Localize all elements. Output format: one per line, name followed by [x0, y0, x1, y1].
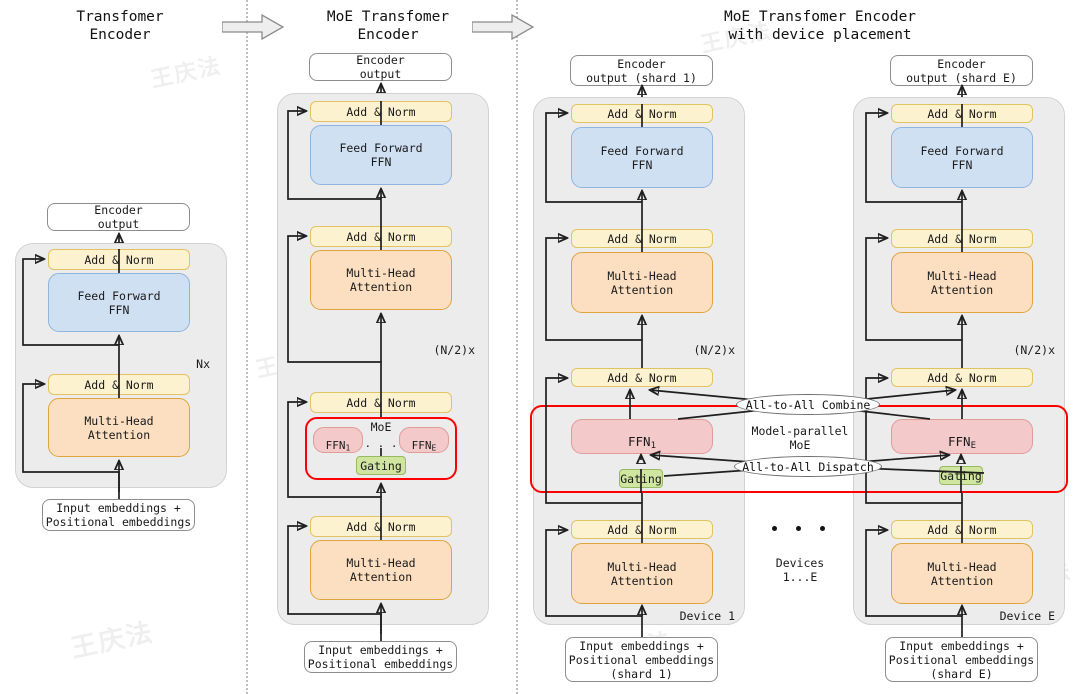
column-separator-1: [246, 0, 248, 694]
encoder-output-moe: Encoder output: [309, 53, 452, 81]
feed-forward-plain: Feed Forward FFN: [48, 273, 190, 332]
expert-ffn-e-subscript-devicee: E: [970, 440, 976, 451]
expert-ffn-e-text: FFN: [411, 438, 432, 452]
expert-ffn-1-text: FFN: [325, 438, 346, 452]
all-to-all-combine-label: All-to-All Combine: [736, 394, 880, 415]
add-norm-4-moe: Add & Norm: [310, 516, 452, 537]
input-embeddings-plain: Input embeddings + Positional embeddings: [42, 499, 195, 531]
add-norm-3-moe: Add & Norm: [310, 392, 452, 413]
encoder-output-shardE: Encoder output (shard E): [890, 55, 1033, 86]
dot-2: [796, 526, 801, 531]
multi-head-attention-1-moe: Multi-Head Attention: [310, 250, 452, 310]
device-e-label: Device E: [999, 609, 1055, 623]
add-norm-1-devicee: Add & Norm: [891, 104, 1033, 123]
multi-head-attention-2-devicee: Multi-Head Attention: [891, 543, 1033, 604]
add-norm-2-device1: Add & Norm: [571, 229, 713, 248]
repeat-count-devicee: (N/2)x: [1013, 343, 1055, 357]
feed-forward-devicee: Feed Forward FFN: [891, 127, 1033, 188]
repeat-count-moe: (N/2)x: [433, 343, 475, 357]
column-title-transformer: Transfomer Encoder: [76, 9, 164, 43]
expert-ffn-1-label: FFN1: [326, 425, 351, 456]
transition-arrow-1: [222, 14, 284, 40]
repeat-count-plain: Nx: [196, 357, 210, 371]
model-parallel-moe-label: Model-parallel MoE: [751, 424, 849, 452]
add-norm-3-device1: Add & Norm: [571, 368, 713, 387]
column-title-moe-transformer: MoE Transfomer Encoder: [326, 9, 450, 43]
devices-ellipsis: [772, 526, 825, 531]
multi-head-attention-1-devicee: Multi-Head Attention: [891, 252, 1033, 313]
expert-ffn-1-subscript-device1: 1: [650, 440, 656, 451]
watermark: 王庆法: [148, 53, 225, 94]
all-to-all-dispatch-label: All-to-All Dispatch: [734, 456, 882, 477]
multi-head-attention-2-moe: Multi-Head Attention: [310, 540, 452, 600]
expert-ffn-e-moe: FFNE: [399, 427, 449, 453]
input-embeddings-moe: Input embeddings + Positional embeddings: [304, 641, 457, 673]
encoder-output-box: Encoder output: [47, 203, 190, 231]
column-title-moe-device-placement: MoE Transfomer Encoder with device place…: [723, 9, 917, 43]
device-1-label: Device 1: [679, 609, 735, 623]
right-block-arrow-icon: [472, 14, 534, 40]
dot-3: [820, 526, 825, 531]
add-norm-2-moe: Add & Norm: [310, 226, 452, 247]
multi-head-attention-2-device1: Multi-Head Attention: [571, 543, 713, 604]
add-norm-1-device1: Add & Norm: [571, 104, 713, 123]
multi-head-attention-1-device1: Multi-Head Attention: [571, 252, 713, 313]
transition-arrow-2: [472, 14, 534, 40]
expert-ffn-1-subscript: 1: [345, 443, 351, 453]
dot-1: [772, 526, 777, 531]
add-norm-bottom-plain: Add & Norm: [48, 374, 190, 395]
right-block-arrow-icon: [222, 14, 284, 40]
add-norm-4-device1: Add & Norm: [571, 520, 713, 539]
add-norm-4-devicee: Add & Norm: [891, 520, 1033, 539]
gating-moe: Gating: [356, 456, 406, 475]
expert-ffn-e-subscript: E: [431, 443, 437, 453]
add-norm-3-devicee: Add & Norm: [891, 368, 1033, 387]
input-embeddings-shard1: Input embeddings + Positional embeddings…: [565, 637, 718, 682]
watermark: 王庆法: [68, 617, 157, 665]
add-norm-1-moe: Add & Norm: [310, 101, 452, 122]
input-embeddings-shardE: Input embeddings + Positional embeddings…: [885, 637, 1038, 682]
column-separator-2: [516, 0, 518, 694]
expert-ffn-e-label: FFNE: [412, 425, 437, 456]
feed-forward-moe: Feed Forward FFN: [310, 125, 452, 185]
feed-forward-device1: Feed Forward FFN: [571, 127, 713, 188]
add-norm-2-devicee: Add & Norm: [891, 229, 1033, 248]
encoder-output-shard1: Encoder output (shard 1): [570, 55, 713, 86]
devices-range-label: Devices 1...E: [775, 556, 825, 584]
multi-head-attention-plain: Multi-Head Attention: [48, 398, 190, 457]
repeat-count-device1: (N/2)x: [693, 343, 735, 357]
add-norm-top-plain: Add & Norm: [48, 249, 190, 270]
